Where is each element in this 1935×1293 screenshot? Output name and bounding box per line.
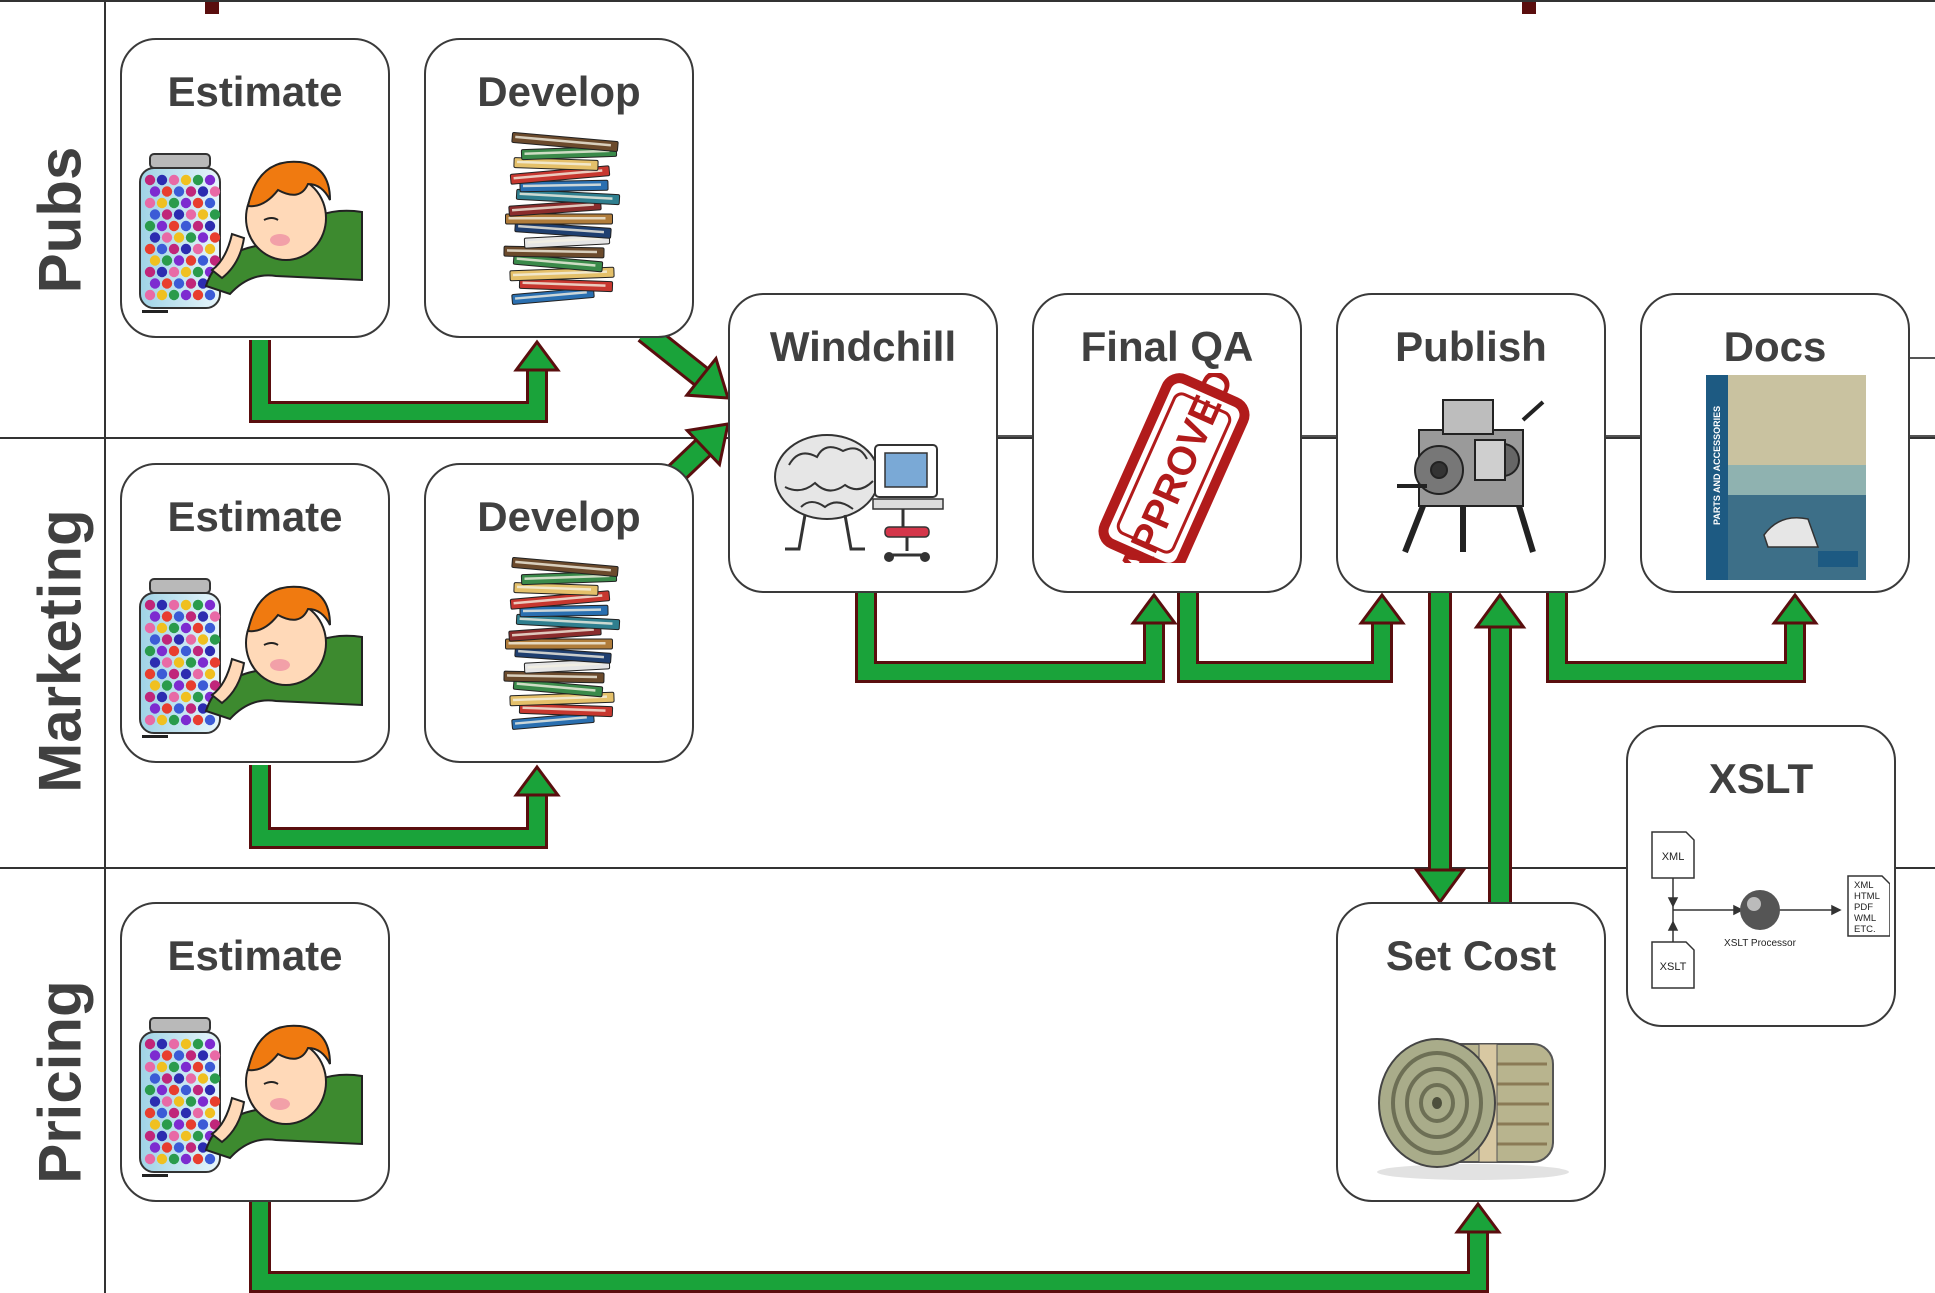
top-accent-right <box>1522 0 1536 14</box>
catalog-spine-text: PARTS AND ACCESSORIES <box>1712 406 1722 525</box>
xslt-output-item: PDF <box>1854 902 1873 913</box>
xslt-input-xslt: XSLT <box>1660 961 1687 973</box>
step-title: Final QA <box>1080 323 1254 370</box>
estimator-jar-icon <box>139 578 363 738</box>
step-windchill[interactable]: Windchill <box>728 293 998 593</box>
xslt-processor-label: XSLT Processor <box>1724 938 1797 949</box>
arrow-marketing-estimate-to-develop <box>249 764 561 849</box>
process-connector-line <box>998 357 1935 437</box>
step-marketing-develop[interactable]: Develop <box>424 463 694 763</box>
arrow-publish-to-docs <box>1546 592 1819 683</box>
step-title: Windchill <box>769 323 957 370</box>
step-title: Estimate <box>167 932 343 979</box>
xslt-output-item: WML <box>1854 913 1876 924</box>
step-title: Develop <box>477 68 641 115</box>
printing-press-icon <box>1397 399 1545 554</box>
xslt-output-item: HTML <box>1854 891 1880 902</box>
step-title: Set Cost <box>1385 932 1557 979</box>
arrow-pubs-estimate-to-develop <box>249 339 561 423</box>
step-final-qa[interactable]: Final QA APPROVED <box>1032 293 1302 593</box>
xslt-input-xml: XML <box>1662 851 1685 863</box>
xslt-output-item: XML <box>1854 880 1874 891</box>
step-title: Docs <box>1723 323 1827 370</box>
step-publish[interactable]: Publish <box>1336 293 1606 593</box>
lane-label-pubs: Pubs <box>26 146 94 294</box>
step-docs[interactable]: Docs PARTS AND ACCESSORIES <box>1640 293 1910 593</box>
step-title: XSLT <box>1708 755 1814 802</box>
arrow-final-qa-to-publish <box>1177 592 1406 683</box>
estimator-jar-icon <box>139 1017 363 1177</box>
step-title: Develop <box>477 493 641 540</box>
brain-computer-icon <box>774 434 944 562</box>
arrow-pubs-develop-to-windchill <box>637 322 731 400</box>
lane-label-pricing: Pricing <box>26 980 94 1184</box>
step-marketing-estimate[interactable]: Estimate <box>120 463 390 763</box>
arrow-publish-to-set-cost <box>1413 593 1467 905</box>
xslt-output-item: ETC. <box>1854 924 1876 935</box>
step-title: Estimate <box>167 493 343 540</box>
step-pubs-develop[interactable]: Develop <box>424 38 694 338</box>
lane-label-marketing: Marketing <box>26 509 94 793</box>
step-title: Estimate <box>167 68 343 115</box>
step-pricing-estimate[interactable]: Estimate <box>120 902 390 1202</box>
top-accent-left <box>205 0 219 14</box>
flow-arrows <box>249 322 1819 1293</box>
arrow-pricing-estimate-to-set-cost <box>249 1201 1502 1293</box>
money-roll-icon <box>1377 1038 1569 1180</box>
book-stack-icon <box>503 557 621 730</box>
xslt-flow-icon: XML XSLT XSLT Processor XMLHTMLPDFWMLETC… <box>1651 831 1890 989</box>
arrow-windchill-to-final-qa <box>855 592 1178 683</box>
step-set-cost[interactable]: Set Cost <box>1336 902 1606 1202</box>
book-stack-icon <box>503 132 621 305</box>
parts-catalog-icon: PARTS AND ACCESSORIES <box>1706 375 1866 580</box>
arrow-set-cost-to-publish <box>1473 592 1527 902</box>
step-pubs-estimate[interactable]: Estimate <box>120 38 390 338</box>
step-title: Publish <box>1395 323 1547 370</box>
approved-stamp-icon: APPROVED <box>1098 373 1250 563</box>
estimator-jar-icon <box>139 153 363 313</box>
